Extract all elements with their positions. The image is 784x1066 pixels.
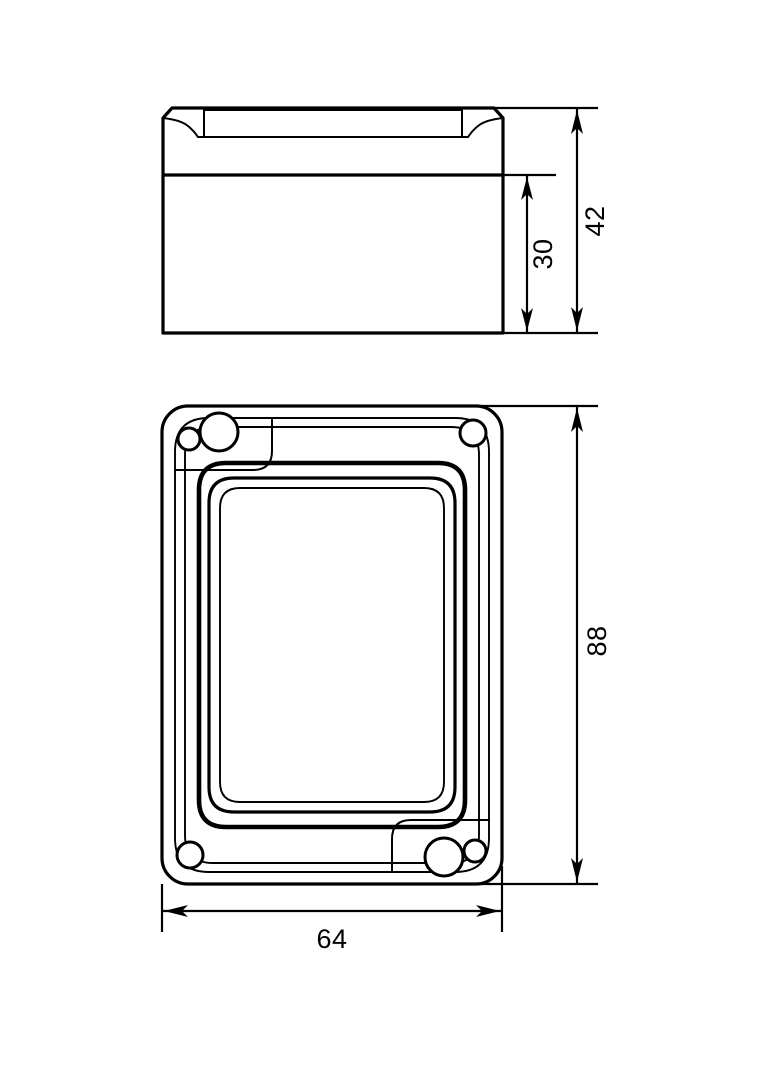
dimension-label-30: 30	[528, 238, 558, 269]
screw-boss-bottom-left	[175, 840, 205, 870]
dimension-label-88: 88	[582, 625, 612, 656]
screw-boss-top-left-small	[176, 426, 202, 452]
screw-boss-bottom-right-large	[423, 836, 465, 878]
plan-inner-contour	[219, 487, 445, 803]
dimension-overall-height-42: 42	[571, 108, 610, 333]
dimension-overall-length-88: 88	[571, 406, 612, 884]
dim-arrow-64-left	[164, 905, 188, 917]
plan-gasket-groove-heavy	[196, 460, 468, 830]
dimension-overall-width-64: 64	[162, 905, 502, 954]
side-elevation-view	[161, 106, 598, 335]
dim-arrow-42-bottom	[571, 307, 583, 331]
dim-arrow-42-top	[571, 110, 583, 134]
screw-boss-top-right	[458, 418, 488, 448]
plan-view	[160, 404, 598, 932]
screw-boss-bottom-right-small	[462, 838, 488, 864]
plan-boss-region-top-left	[174, 417, 273, 471]
plan-boss-region-bottom-right	[391, 819, 490, 873]
dimension-label-42: 42	[580, 205, 610, 236]
dim-arrow-64-right	[476, 905, 500, 917]
dim-arrow-88-top	[571, 408, 583, 432]
screw-boss-top-left-large	[198, 411, 240, 453]
side-view-body-outline	[161, 106, 505, 335]
dimension-body-height-30: 30	[521, 175, 558, 333]
dimension-label-64: 64	[316, 924, 347, 954]
dim-arrow-88-bottom	[571, 858, 583, 882]
dim-arrow-30-bottom	[521, 308, 533, 331]
plan-inner-pocket	[207, 476, 457, 814]
dim-arrow-30-top	[521, 177, 533, 200]
